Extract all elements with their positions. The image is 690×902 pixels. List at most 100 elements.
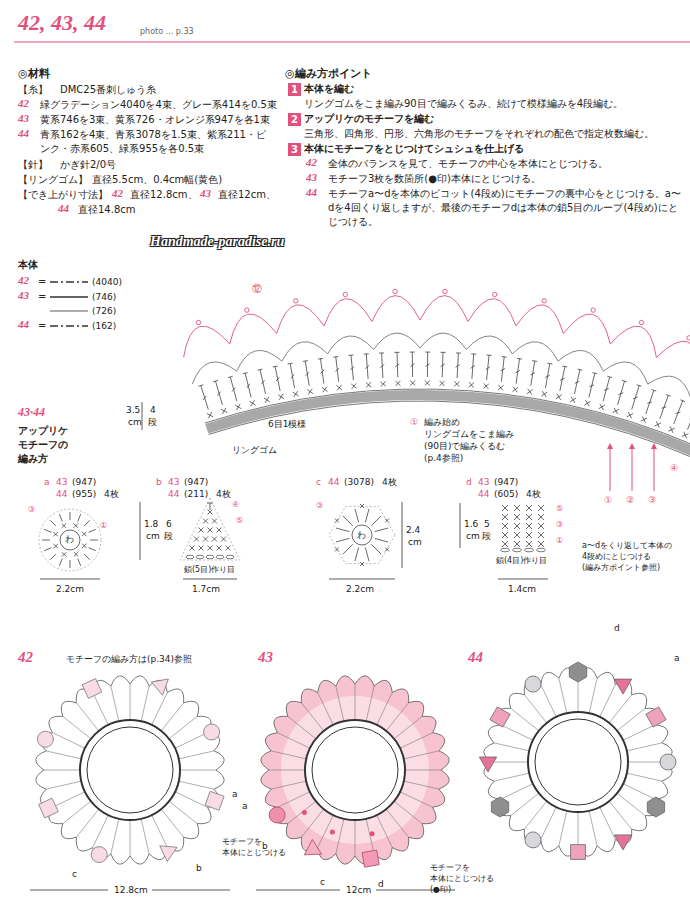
text-label: 1.6 [464,518,478,531]
sewing-dot [330,830,335,835]
text-label: 編み始め [424,416,460,429]
motif-shape [82,679,102,699]
motif-shape [491,797,508,817]
motif-circle [269,807,285,823]
text-label: かぎ針2/0号 [60,158,116,172]
picot [294,299,298,303]
text-label: 全体のバランスを見て、モチーフの中心を本体にとじつける。 [328,157,683,171]
text-label: 三角形、四角形、円形、六角形のモチーフをそれぞれの配色で指定枚数編む。 [304,127,686,141]
text-label: 直径5.5cm、0.4cm幅(黄色) [92,173,222,187]
text-label: DMC25番刺しゅう糸 [60,83,156,97]
chain-stitch [537,548,546,552]
ring-inner [312,727,398,813]
callout-number: ① [410,416,418,429]
ring-outline [305,720,405,820]
text-label: 本体 [18,258,38,272]
callout-number: 43 [200,187,211,200]
step-number: 3 [288,143,301,156]
callout-number: 43 [168,476,179,489]
generated-drawing [36,289,690,867]
text-label: (947) [494,476,518,489]
callout-number: 44 [468,648,483,666]
text-label: (605) [494,488,518,501]
text-label: cm [408,536,422,549]
callout-number: 44 [306,186,317,199]
text-label: モチーフの編み方は(p.34)参照 [66,653,192,666]
text-label: モチーフを [222,836,262,847]
chain-stitch [525,548,534,552]
text-label: = [38,319,46,333]
picot [687,336,690,340]
motif-shape [205,791,224,810]
text-label: 【針】 [18,158,48,172]
scrunchie-body [261,676,449,864]
callout-number: ④ [232,499,239,510]
text-label: = [38,290,46,304]
text-label: 4枚 [216,488,231,501]
text-label: リングゴム [232,444,277,457]
pleat-lines [269,684,441,856]
callout-number: 44 [168,488,179,501]
callout-number: b [156,476,162,489]
text-label: b [196,862,202,875]
text-label: a〜dをくり返して本体の [582,540,672,551]
text-label: c [320,876,325,889]
motif-outline [39,509,101,571]
motif-outline [329,506,395,563]
text-label: 1.7cm [192,583,220,596]
text-label: (947) [72,476,96,489]
dimension-line [329,579,395,580]
callout-number: a [44,476,50,489]
dimension-line [40,579,100,580]
ring-outline [528,712,628,812]
dimension-line [460,503,461,548]
picot [591,308,595,312]
text-label: 4枚 [526,488,541,501]
ring-edge [209,401,690,470]
text-label: 2.2cm [56,583,84,596]
dimension-line [30,890,108,891]
text-label: 編み方 [18,452,48,466]
text-label: 鎖(5目)作り目 [184,564,235,575]
callout-number: ② [626,494,634,507]
text-label: わ [357,529,366,542]
callout-number: ③ [556,519,563,530]
page-title: 42, 43, 44 [18,10,106,36]
text-label: (編み方ポイント参照) [582,562,660,573]
step-number: 2 [288,113,301,126]
motif-shape [646,707,666,727]
text-label: モチーフを [430,862,470,873]
sewing-dot [302,810,307,815]
dimension-line [140,502,141,560]
dimension-line [152,890,230,891]
motif-stitches [502,505,544,547]
sewing-dot [370,831,375,836]
picot [343,292,347,296]
motif-shape [479,757,496,772]
text-label: アップリケのモチーフを編む [304,112,434,126]
text-label: (211) [184,488,208,501]
text-label: (p.4参照) [424,452,463,465]
chain-stitch [206,555,214,559]
text-label: 6目1模様 [268,418,306,431]
text-label: cm [128,416,142,429]
text-label: (726) [92,305,116,318]
yarn-line-sample [50,325,88,326]
text-label: a [242,800,248,813]
callout-number: ⑤ [556,503,563,514]
text-label: (746) [92,291,116,304]
callout-number: ④ [670,462,678,475]
text-label: 【でき上がり寸法】 [18,188,108,202]
motif-stitches [335,504,389,566]
motif-circle [37,731,53,747]
text-label: photo ... p.33 [140,26,194,37]
motif-shape [647,797,664,817]
callout-number: ③ [28,504,35,515]
magic-ring [352,525,372,545]
text-label: 2.2cm [346,583,374,596]
callout-number: 42 [112,187,123,200]
yarn-line-sample [50,311,88,312]
callout-number: 44 [18,127,29,140]
motif-shape [304,840,321,855]
row-arrow [610,446,611,491]
